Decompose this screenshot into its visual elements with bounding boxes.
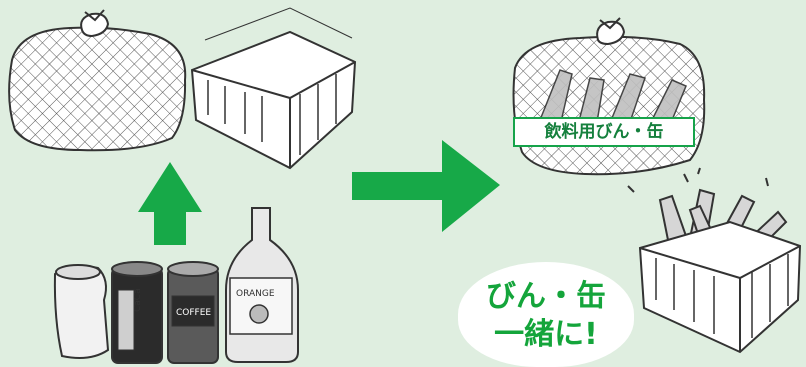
can-label-coffee: COFFEE: [176, 308, 211, 318]
beverage-bottles-cans-label: 飲料用びん・缶: [513, 117, 695, 147]
crate-of-bottles-icon: [627, 167, 802, 354]
bubble-line-1: びん・缶: [486, 279, 606, 314]
cans-and-bottle-icon: [53, 207, 299, 364]
bag-of-bottles-icon: [512, 17, 706, 176]
can-label-caca: CaCa: [133, 288, 143, 312]
speech-bubble: [458, 262, 634, 367]
mesh-bag-icon: [8, 9, 187, 152]
up-arrow-icon: [138, 162, 202, 245]
right-arrow-icon: [352, 140, 500, 232]
bubble-line-2: 一緒に!: [494, 317, 598, 352]
bottle-label-orange: ORANGE: [236, 289, 275, 299]
bubble-text: びん・缶 一緒に!: [458, 278, 634, 354]
crate-icon: [190, 7, 357, 170]
